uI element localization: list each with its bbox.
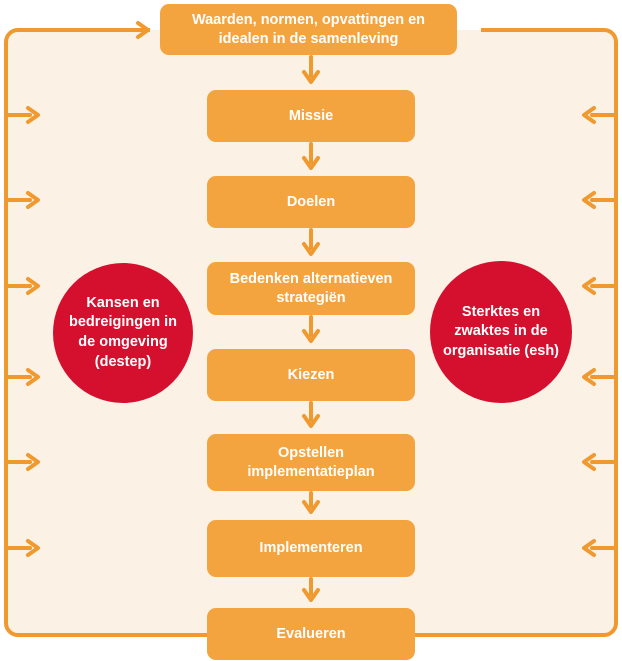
environment-factors-circle: Kansen en bedreigingen in de omgeving (d… (53, 263, 193, 403)
flow-step-bedenken-alternatieven: Bedenken alternatieven strategiën (207, 262, 415, 315)
environment-factors-label: Kansen en bedreigingen in de omgeving (d… (69, 294, 177, 370)
flow-step-implementeren: Implementeren (207, 520, 415, 577)
flow-step-values: Waarden, normen, opvattingen en idealen … (160, 4, 457, 55)
flow-step-kiezen: Kiezen (207, 349, 415, 401)
flow-step-opstellen-implementatieplan: Opstellen implementatieplan (207, 434, 415, 491)
organisation-factors-circle: Sterktes en zwaktes in de organisatie (e… (430, 261, 572, 403)
organisation-factors-label: Sterktes en zwaktes in de organisatie (e… (442, 303, 560, 359)
flow-step-doelen: Doelen (207, 176, 415, 228)
flow-step-evalueren: Evalueren (207, 608, 415, 660)
flow-step-missie: Missie (207, 90, 415, 142)
